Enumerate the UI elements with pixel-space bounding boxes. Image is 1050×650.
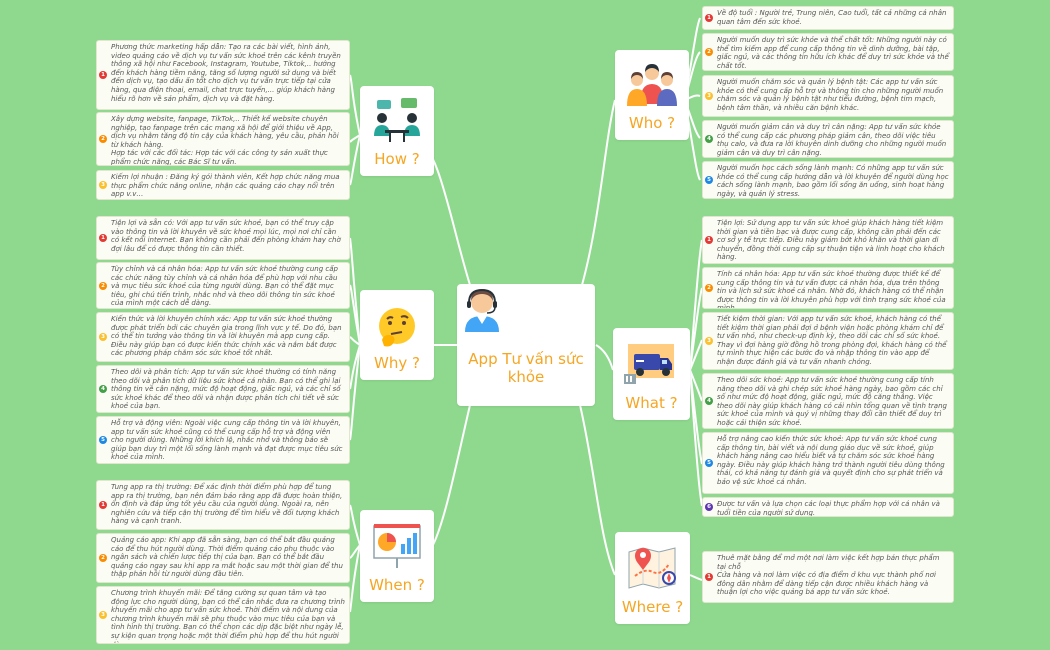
note-text: Người muốn học cách sống lành mạnh: Có n… xyxy=(717,164,949,198)
note-text: Kiếm lợi nhuận : Đăng ký gói thành viên,… xyxy=(111,173,340,199)
topic-when[interactable]: When ? xyxy=(360,510,434,602)
what-note-3[interactable]: 3 Tiết kiệm thời gian: Với app tư vấn sứ… xyxy=(702,312,954,370)
thinking-face-icon xyxy=(374,304,420,354)
how-note-2[interactable]: 2 Xây dựng website, fanpage, TikTok,.. T… xyxy=(96,112,350,166)
number-badge: 3 xyxy=(99,611,107,619)
note-text: Tiện lợi và sẵn có: Với app tư vấn sức k… xyxy=(111,219,341,253)
number-badge: 2 xyxy=(705,48,713,56)
note-text: Người muốn duy trì sức khỏe và thể chất … xyxy=(717,36,949,70)
what-note-2[interactable]: 2 Tính cá nhân hóa: App tư vấn sức khoẻ … xyxy=(702,267,954,309)
topic-where[interactable]: Where ? xyxy=(615,532,690,624)
number-badge: 1 xyxy=(705,14,713,22)
number-badge: 1 xyxy=(705,573,713,581)
topic-when-label: When ? xyxy=(369,576,425,594)
number-badge: 2 xyxy=(99,281,107,290)
note-text: Về độ tuổi : Người trẻ, Trung niên, Cao … xyxy=(717,9,947,26)
note-text: Người muốn giảm cân và duy trì cân nặng:… xyxy=(717,123,947,157)
note-text: Xây dựng website, fanpage, TikTok,.. Thi… xyxy=(111,115,339,166)
note-text: Tiện lợi: Sử dụng app tư vấn sức khoẻ gi… xyxy=(717,219,945,262)
why-note-3[interactable]: 3 Kiến thức và lời khuyên chính xác: App… xyxy=(96,312,350,362)
presentation-chart-icon xyxy=(370,520,424,574)
note-text: Tung app ra thị trường: Để xác định thời… xyxy=(111,483,343,526)
number-badge: 6 xyxy=(705,503,713,511)
when-note-2[interactable]: 2 Quảng cáo app: Khi app đã sẵn sàng, bạ… xyxy=(96,533,350,583)
note-text: Hỗ trợ nâng cao kiến thức sức khoẻ: App … xyxy=(717,435,945,486)
note-text: Theo dõi và phân tích: App tư vấn sức kh… xyxy=(111,368,341,411)
topic-what[interactable]: What ? xyxy=(613,328,690,420)
number-badge: 1 xyxy=(99,501,107,509)
topic-how-label: How ? xyxy=(374,150,420,168)
note-text: Chương trình khuyến mãi: Để tăng cường s… xyxy=(111,589,345,643)
how-note-3[interactable]: 3 Kiếm lợi nhuận : Đăng ký gói thành viê… xyxy=(96,170,350,200)
number-badge: 3 xyxy=(99,333,107,341)
what-note-6[interactable]: 6 Được tư vấn và lựa chọn các loại thực … xyxy=(702,497,954,517)
who-note-5[interactable]: 5 Người muốn học cách sống lành mạnh: Có… xyxy=(702,161,954,199)
when-note-3[interactable]: 3 Chương trình khuyến mãi: Để tăng cường… xyxy=(96,586,350,644)
number-badge: 1 xyxy=(705,236,713,244)
note-text: Theo dõi sức khoẻ: App tư vấn sức khoẻ t… xyxy=(717,376,947,427)
number-badge: 4 xyxy=(705,135,713,143)
number-badge: 5 xyxy=(99,436,107,444)
number-badge: 4 xyxy=(99,385,107,393)
what-note-5[interactable]: 5 Hỗ trợ nâng cao kiến thức sức khoẻ: Ap… xyxy=(702,432,954,494)
note-text: Người muốn chăm sóc và quản lý bệnh tật:… xyxy=(717,78,944,112)
number-badge: 3 xyxy=(99,181,107,189)
who-note-1[interactable]: 1 Về độ tuổi : Người trẻ, Trung niên, Ca… xyxy=(702,6,954,30)
why-note-4[interactable]: 4 Theo dõi và phân tích: App tư vấn sức … xyxy=(96,365,350,413)
how-note-1[interactable]: 1 Phương thức marketing hấp dẫn: Tạo ra … xyxy=(96,40,350,110)
line-center-who xyxy=(581,99,616,286)
note-text: Quảng cáo app: Khi app đã sẵn sàng, bạn … xyxy=(111,536,343,579)
central-topic[interactable]: App Tư vấn sức khỏe xyxy=(457,284,595,406)
number-badge: 2 xyxy=(705,284,713,292)
number-badge: 5 xyxy=(705,176,713,184)
number-badge: 5 xyxy=(705,459,713,467)
central-topic-title: App Tư vấn sức khỏe xyxy=(468,350,584,386)
where-note-1[interactable]: 1 Thuê mặt bằng để mở một nơi làm việc k… xyxy=(702,551,954,603)
meeting-discussion-icon xyxy=(371,96,423,148)
number-badge: 2 xyxy=(99,135,107,143)
number-badge: 2 xyxy=(99,554,107,562)
note-text: Tùy chỉnh và cá nhân hóa: App tư vấn sức… xyxy=(111,265,338,308)
number-badge: 3 xyxy=(705,92,713,100)
number-badge: 1 xyxy=(99,234,107,242)
topic-what-label: What ? xyxy=(625,394,678,412)
why-note-1[interactable]: 1 Tiện lợi và sẵn có: Với app tư vấn sức… xyxy=(96,216,350,260)
number-badge: 3 xyxy=(705,337,713,345)
note-text: Tính cá nhân hóa: App tư vấn sức khoẻ th… xyxy=(717,270,946,309)
note-text: Phương thức marketing hấp dẫn: Tạo ra cá… xyxy=(111,43,341,103)
map-location-icon xyxy=(625,542,681,596)
line-center-what xyxy=(595,344,614,371)
who-note-4[interactable]: 4 Người muốn giảm cân và duy trì cân nặn… xyxy=(702,120,954,158)
people-group-icon xyxy=(624,60,680,112)
truck-shipping-icon xyxy=(622,338,682,392)
topic-who-label: Who ? xyxy=(628,114,676,132)
note-text: Tiết kiệm thời gian: Với app tư vấn sức … xyxy=(717,315,947,366)
topic-how[interactable]: How ? xyxy=(360,86,434,176)
line-center-where xyxy=(579,404,616,576)
why-note-5[interactable]: 5 Hỗ trợ và động viên: Ngoài việc cung c… xyxy=(96,416,350,464)
why-note-2[interactable]: 2 Tùy chỉnh và cá nhân hóa: App tư vấn s… xyxy=(96,262,350,309)
what-note-4[interactable]: 4 Theo dõi sức khoẻ: App tư vấn sức khoẻ… xyxy=(702,373,954,429)
what-note-1[interactable]: 1 Tiện lợi: Sử dụng app tư vấn sức khoẻ … xyxy=(702,216,954,264)
number-badge: 4 xyxy=(705,397,713,405)
topic-why-label: Why ? xyxy=(374,354,420,372)
topic-who[interactable]: Who ? xyxy=(615,50,689,140)
note-text: Thuê mặt bằng để mở một nơi làm việc kết… xyxy=(717,554,940,597)
line-center-when xyxy=(432,404,471,546)
when-note-1[interactable]: 1 Tung app ra thị trường: Để xác định th… xyxy=(96,480,350,530)
topic-where-label: Where ? xyxy=(621,598,684,616)
who-note-2[interactable]: 2 Người muốn duy trì sức khỏe và thể chấ… xyxy=(702,33,954,71)
note-text: Được tư vấn và lựa chọn các loại thực ph… xyxy=(717,500,940,517)
who-note-3[interactable]: 3 Người muốn chăm sóc và quản lý bệnh tậ… xyxy=(702,75,954,117)
note-text: Kiến thức và lời khuyên chính xác: App t… xyxy=(111,315,342,358)
consultant-headset-icon xyxy=(457,284,595,338)
number-badge: 1 xyxy=(99,71,107,79)
note-text: Hỗ trợ và động viên: Ngoài việc cung cấp… xyxy=(111,419,343,462)
topic-why[interactable]: Why ? xyxy=(360,290,434,380)
